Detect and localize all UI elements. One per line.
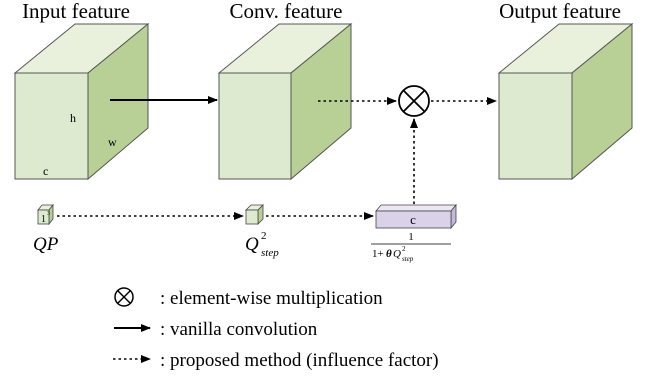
- qstep-math-label: Q 2 step: [245, 230, 279, 259]
- bar-c-label: c: [410, 212, 416, 227]
- dim-h-label: h: [70, 111, 76, 125]
- qstep-small-box: [245, 204, 264, 225]
- legend-solid-text: : vanilla convolution: [160, 319, 318, 340]
- svg-text:θ: θ: [386, 248, 392, 260]
- input-feature-cube: h w c: [13, 22, 150, 181]
- input-cube-front: [14, 72, 89, 180]
- output-cube-front: [498, 72, 573, 180]
- svg-text:step: step: [261, 247, 279, 259]
- influence-factor-fraction: 1 1+ θ Q 2 step: [371, 231, 451, 263]
- qp-small-box: 1 3: [37, 203, 54, 226]
- multiply-node: [398, 85, 430, 117]
- conv-feature-cube: [217, 22, 353, 181]
- dim-c-label: c: [43, 164, 48, 178]
- legend-multiply-text: : element-wise multiplication: [160, 288, 383, 309]
- output-feature-cube: [497, 22, 634, 181]
- svg-text:1+: 1+: [372, 248, 384, 260]
- legend-multiply-icon: [114, 287, 134, 307]
- conv-cube-front: [218, 72, 292, 180]
- legend: : element-wise multiplication : vanilla …: [113, 287, 439, 371]
- legend-dotted-text: : proposed method (influence factor): [160, 350, 439, 371]
- svg-text:1: 1: [408, 231, 414, 243]
- svg-text:step: step: [402, 255, 414, 263]
- dim-w-label: w: [108, 135, 117, 149]
- svg-text:Q: Q: [245, 234, 259, 255]
- qp-box-superscript: 3: [47, 211, 50, 217]
- qp-box-label: 1: [41, 214, 46, 225]
- qp-math-label: QP: [33, 234, 59, 255]
- svg-text:Q: Q: [393, 248, 401, 260]
- input-feature-title: Input feature: [22, 0, 130, 23]
- output-feature-title: Output feature: [499, 0, 621, 23]
- svg-text:2: 2: [261, 230, 267, 242]
- svg-text:2: 2: [402, 245, 406, 253]
- conv-feature-title: Conv. feature: [230, 0, 343, 23]
- influence-factor-bar: c: [375, 203, 457, 230]
